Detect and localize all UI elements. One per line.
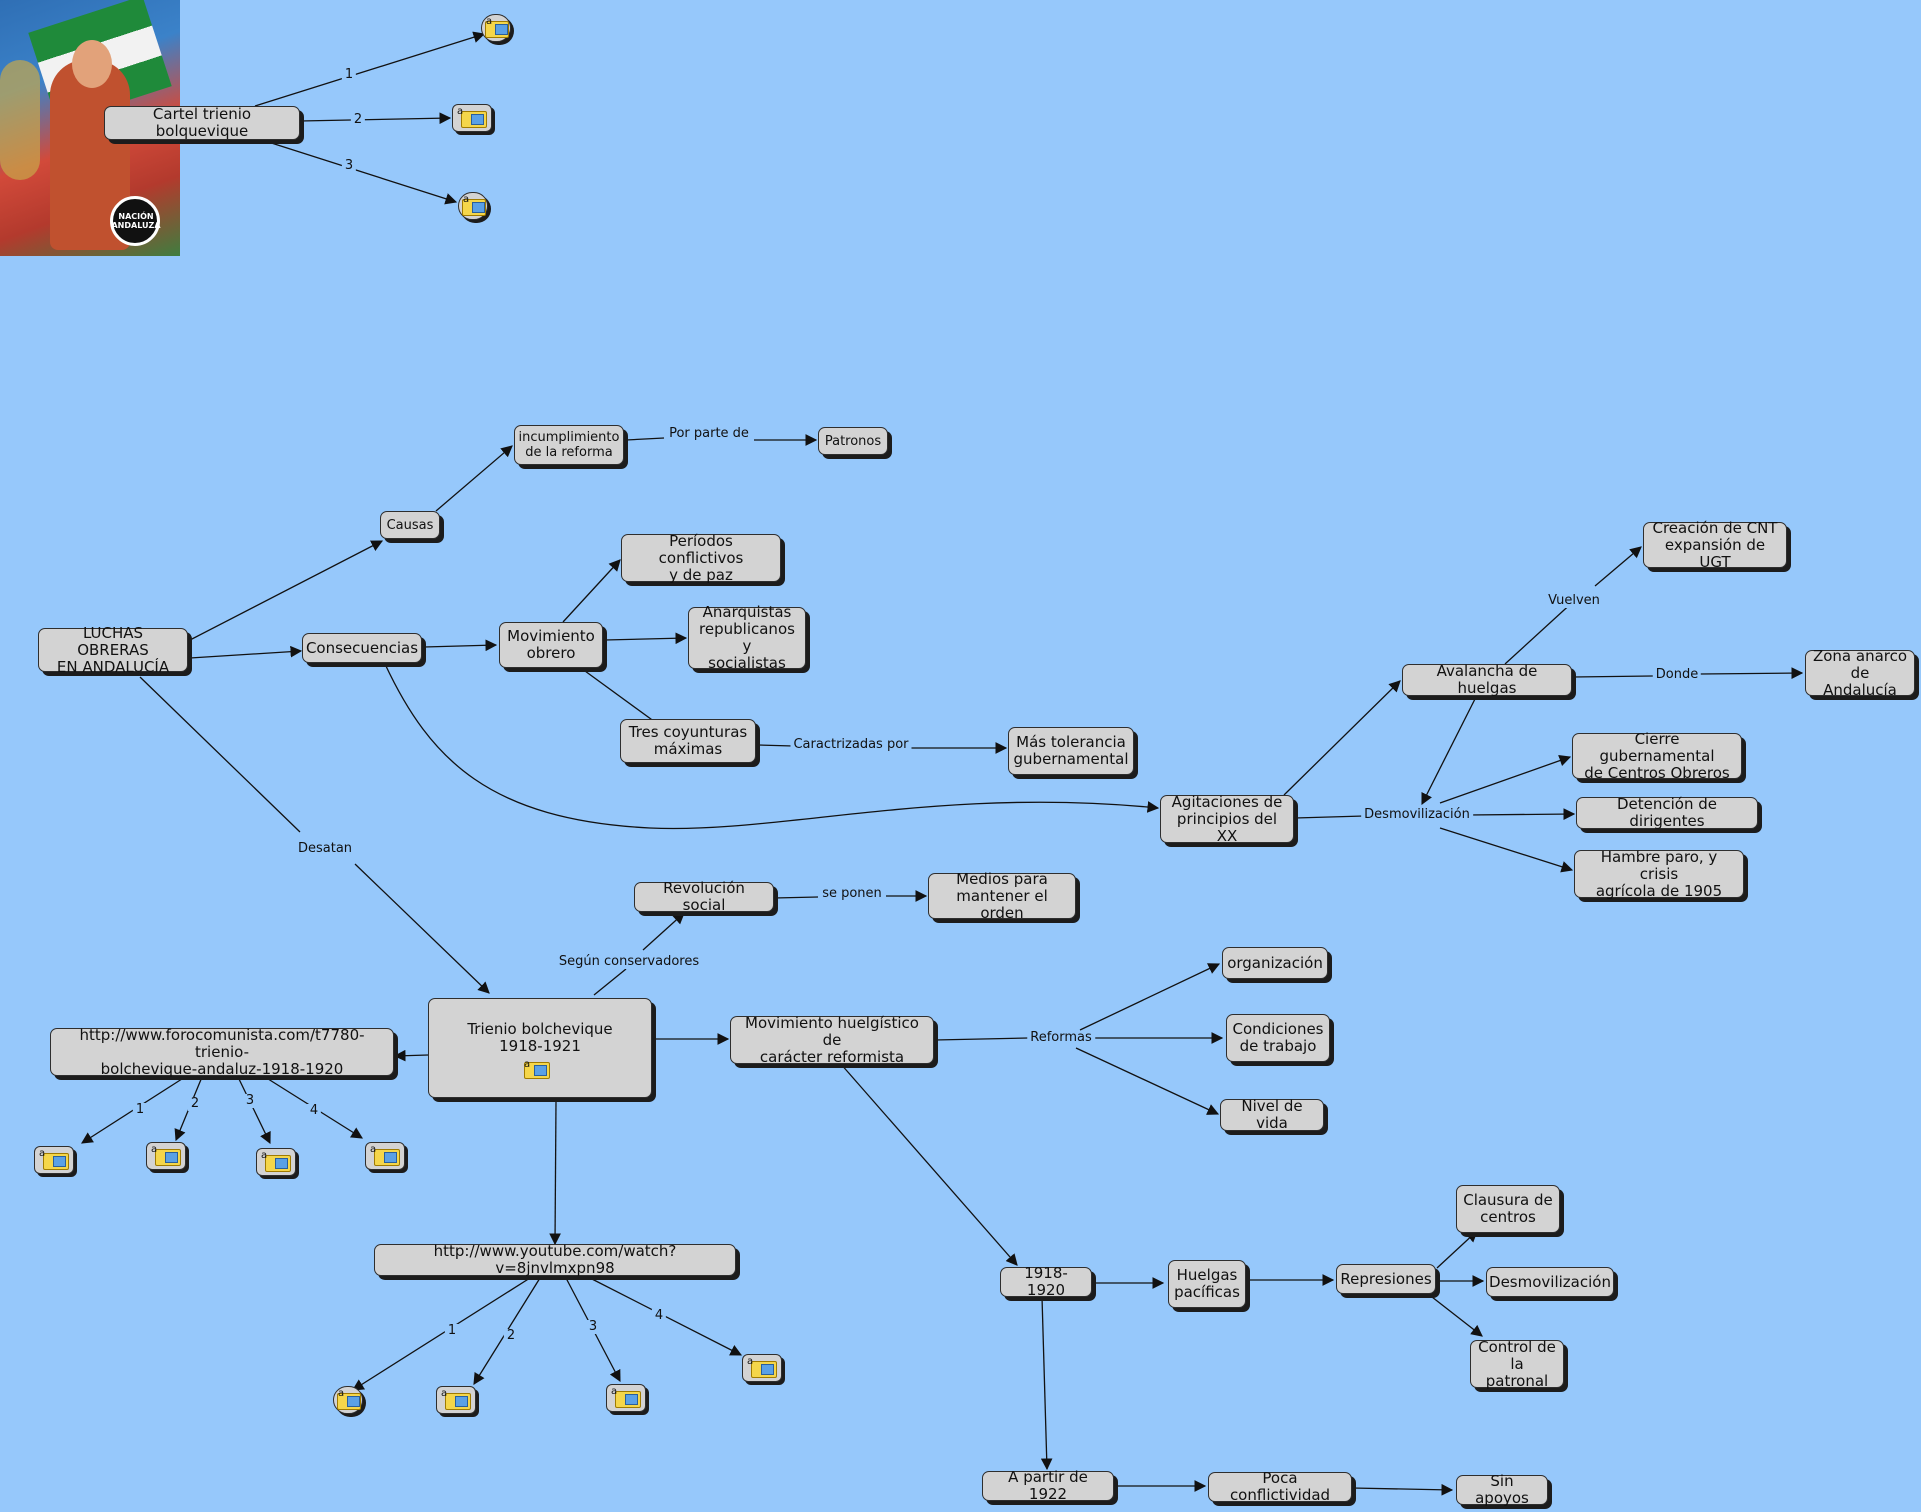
concept-luchas-obreras[interactable]: LUCHAS OBRERAS EN ANDALUCÍA: [38, 624, 188, 675]
document-icon: [155, 1149, 181, 1166]
document-icon: [524, 1062, 550, 1079]
concept-poca-conflictividad[interactable]: Poca conflictividad: [1208, 1470, 1352, 1504]
nacion-andaluza-emblem: [110, 196, 160, 246]
cartel-edge-number: 1: [341, 68, 357, 82]
concept-hambre[interactable]: Hambre paro, y crisis agrícola de 1905: [1574, 848, 1744, 899]
foro-edge-number: 2: [187, 1097, 203, 1111]
concept-youtube-url[interactable]: http://www.youtube.com/watch?v=8jnvlmxpn…: [374, 1243, 736, 1277]
foro-edge-number: 1: [132, 1103, 148, 1117]
attachment-letter: a: [338, 1388, 345, 1399]
concept-agitaciones[interactable]: Agitaciones de principios del XX: [1160, 793, 1294, 844]
concept-zona-anarco[interactable]: Zona anarco de Andalucía: [1805, 647, 1915, 698]
concept-creacion-cnt[interactable]: Creación de CNT expansión de UGT: [1643, 519, 1787, 570]
resource-icon[interactable]: a: [333, 1386, 363, 1414]
document-icon: [462, 199, 486, 216]
concept-represiones[interactable]: Represiones: [1336, 1264, 1436, 1294]
concept-trienio[interactable]: Trienio bolchevique 1918-1921: [428, 998, 652, 1098]
resource-icon[interactable]: a: [34, 1146, 74, 1174]
concept-anarquistas[interactable]: Anarquistas republicanos y socialistas: [688, 604, 806, 672]
document-icon: [485, 21, 509, 38]
cartel-edge-number: 3: [341, 159, 357, 173]
link-desatan: Desatan: [294, 842, 356, 856]
attachment-letter: a: [151, 1144, 158, 1155]
concept-tres-coyunturas[interactable]: Tres coyunturas máximas: [620, 719, 756, 763]
concept-cartel[interactable]: Cartel trienio bolquevique: [104, 106, 300, 140]
document-icon: [374, 1149, 400, 1166]
resource-icon[interactable]: a: [452, 104, 492, 132]
concept-consecuencias[interactable]: Consecuencias: [302, 633, 422, 663]
concept-huelgas-pacificas[interactable]: Huelgas pacíficas: [1168, 1260, 1246, 1308]
concept-1918-1920[interactable]: 1918-1920: [1000, 1265, 1092, 1299]
link-vuelven: Vuelven: [1545, 594, 1603, 608]
resource-icon[interactable]: a: [742, 1354, 782, 1382]
document-icon: [751, 1361, 777, 1378]
concept-mov-huelgistico[interactable]: Movimiento huelgístico de carácter refor…: [730, 1014, 934, 1065]
resource-icon[interactable]: a: [458, 192, 488, 220]
attachment-letter: a: [611, 1386, 618, 1397]
resource-icon[interactable]: a: [365, 1142, 405, 1170]
resource-icon[interactable]: a: [146, 1142, 186, 1170]
youtube-edge-number: 3: [585, 1320, 601, 1334]
attachment-letter: a: [457, 106, 464, 117]
concept-patronos[interactable]: Patronos: [818, 427, 888, 455]
document-icon: [337, 1393, 361, 1410]
link-reformas: Reformas: [1027, 1031, 1095, 1045]
foro-edge-number: 4: [306, 1104, 322, 1118]
wheat-shape: [0, 60, 40, 180]
concept-causas[interactable]: Causas: [380, 511, 440, 539]
attachment-letter: a: [441, 1388, 448, 1399]
youtube-edge-number: 1: [444, 1324, 460, 1338]
link-segun-conservadores: Según conservadores: [555, 955, 703, 969]
document-icon: [615, 1391, 641, 1408]
trienio-resource-icon[interactable]: a: [520, 1058, 554, 1082]
attachment-letter: a: [463, 194, 470, 205]
concept-periodos[interactable]: Períodos conflictivos y de paz: [621, 532, 781, 583]
concept-organizacion[interactable]: organización: [1222, 947, 1328, 979]
document-icon: [265, 1155, 291, 1172]
concept-condiciones[interactable]: Condiciones de trabajo: [1226, 1014, 1330, 1062]
resource-icon[interactable]: a: [256, 1148, 296, 1176]
link-por-parte-de: Por parte de: [666, 427, 752, 441]
concept-nivel-vida[interactable]: Nivel de vida: [1220, 1098, 1324, 1132]
link-se-ponen: se ponen: [819, 887, 885, 901]
emblem-text: NACIÓN ANDALUZA: [111, 212, 161, 230]
attachment-letter: a: [486, 16, 493, 27]
resource-icon[interactable]: a: [481, 14, 511, 42]
concept-control-patronal[interactable]: Control de la patronal: [1470, 1338, 1564, 1389]
concept-revolucion-social[interactable]: Revolución social: [634, 880, 774, 914]
link-donde: Donde: [1652, 668, 1702, 682]
concept-sin-apoyos[interactable]: Sin apoyos: [1456, 1473, 1548, 1507]
resource-icon[interactable]: a: [436, 1386, 476, 1414]
link-desmovilizacion: Desmovilización: [1361, 808, 1473, 822]
attachment-letter: a: [747, 1356, 754, 1367]
cartel-edge-number: 2: [350, 113, 366, 127]
concept-movimiento-obrero[interactable]: Movimiento obrero: [499, 622, 603, 668]
document-icon: [445, 1393, 471, 1410]
foro-edge-number: 3: [242, 1094, 258, 1108]
concept-desmovilizacion[interactable]: Desmovilización: [1486, 1267, 1614, 1297]
youtube-edge-number: 2: [503, 1329, 519, 1343]
concept-clausura[interactable]: Clausura de centros: [1456, 1185, 1560, 1233]
concept-a-partir-1922[interactable]: A partir de 1922: [982, 1469, 1114, 1503]
attachment-letter: a: [261, 1150, 268, 1161]
document-icon: [461, 111, 487, 128]
resource-icon[interactable]: a: [606, 1384, 646, 1412]
concept-incumplimiento[interactable]: incumplimiento de la reforma: [514, 425, 624, 465]
concept-foro-url[interactable]: http://www.forocomunista.com/t7780-trien…: [50, 1026, 394, 1077]
concept-mas-tolerancia[interactable]: Más tolerancia gubernamental: [1008, 727, 1134, 775]
attachment-letter: a: [370, 1144, 377, 1155]
worker-head: [72, 40, 112, 88]
youtube-edge-number: 4: [651, 1309, 667, 1323]
concept-avalancha[interactable]: Avalancha de huelgas: [1402, 663, 1572, 697]
concept-cierre[interactable]: Cierre gubernamental de Centros Obreros: [1572, 730, 1742, 781]
concept-medios[interactable]: Medios para mantener el orden: [928, 870, 1076, 921]
attachment-letter: a: [524, 1059, 531, 1070]
concept-detencion[interactable]: Detención de dirigentes: [1576, 796, 1758, 830]
link-caractrizadas-por: Caractrizadas por: [790, 738, 912, 752]
document-icon: [43, 1153, 69, 1170]
attachment-letter: a: [39, 1148, 46, 1159]
